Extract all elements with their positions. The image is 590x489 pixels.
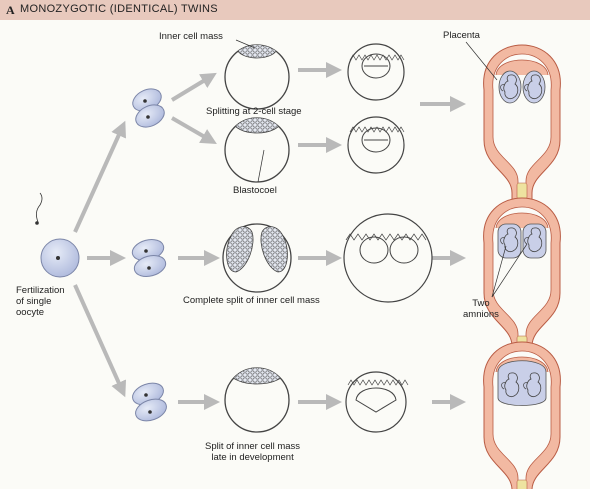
label-placenta: Placenta [443, 30, 480, 41]
uterus-late [483, 341, 561, 489]
leader-lines [235, 39, 528, 298]
arrow-zygote-to-2cell-top [73, 120, 126, 233]
sperm-head [35, 221, 39, 225]
diagram-header: A MONOZYGOTIC (IDENTICAL) TWINS [0, 0, 590, 20]
implanted-embryo-late [345, 371, 409, 433]
label-two-amnions: Two amnions [463, 298, 499, 320]
zygote-nucleus [56, 256, 60, 260]
arrow-zygote-to-2cell-bottom [73, 284, 127, 398]
implanted-embryo-lower [347, 116, 405, 174]
label-late-split: Split of inner cell mass late in develop… [205, 441, 301, 463]
leader-inner-cell-mass [235, 39, 256, 49]
implanted-embryo-middle [343, 213, 433, 303]
blastocyst-late [224, 367, 290, 433]
uterus-upper [483, 44, 561, 211]
blastocyst-lower [224, 117, 290, 183]
uterus-middle [483, 197, 561, 364]
diagram-title: MONOZYGOTIC (IDENTICAL) TWINS [20, 3, 218, 15]
blastocyst-complete-split [222, 223, 292, 293]
leader-placenta [465, 41, 498, 81]
amnion-right [522, 223, 547, 259]
amnion-right [522, 70, 546, 104]
arrow-split-upper [170, 72, 217, 102]
label-blastocoel: Blastocoel [233, 185, 277, 196]
leader-amnion-right [491, 243, 528, 298]
leader-blastocoel [257, 149, 265, 183]
implanted-embryo-upper [347, 43, 405, 101]
label-splitting-2cell: Splitting at 2-cell stage [206, 106, 302, 117]
label-fertilization: Fertilization of single oocyte [16, 285, 65, 318]
blastocyst-upper [224, 44, 290, 110]
label-inner-cell-mass: Inner cell mass [159, 31, 223, 42]
panel-letter: A [6, 3, 15, 17]
leader-amnion-left [491, 245, 507, 298]
two-cell-stage-bottom [132, 382, 167, 422]
zygote-cell [35, 192, 80, 278]
arrow-split-lower [170, 116, 217, 145]
amnion-left [498, 70, 522, 104]
two-cell-stage-middle [131, 238, 167, 278]
label-complete-split: Complete split of inner cell mass [183, 295, 320, 306]
sperm-tail [36, 192, 43, 223]
flow-arrows [73, 62, 466, 410]
shared-amnion [497, 360, 547, 406]
two-cell-stage-top [132, 88, 165, 128]
